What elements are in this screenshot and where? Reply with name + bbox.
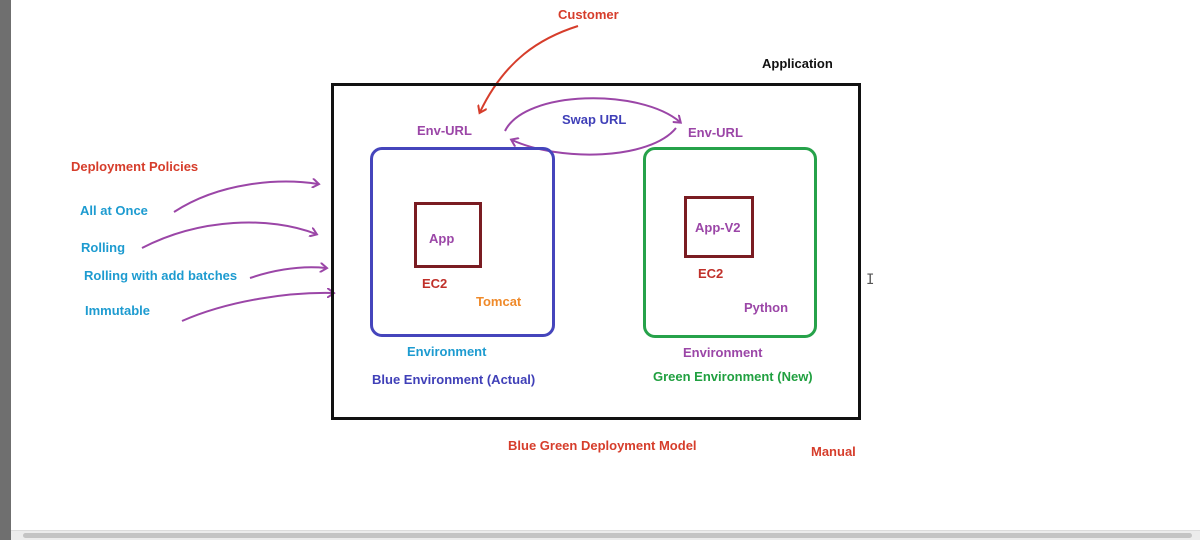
app-label: App <box>429 231 455 246</box>
ec2-blue-label: EC2 <box>422 276 448 291</box>
all-at-once-arrow <box>173 182 318 213</box>
ec2-green-label: EC2 <box>698 266 724 281</box>
horizontal-scrollbar[interactable] <box>11 530 1200 540</box>
rolling-batches-arrow <box>249 267 326 279</box>
policy-rolling: Rolling <box>81 240 126 255</box>
tomcat-label: Tomcat <box>476 294 522 309</box>
policy-immutable: Immutable <box>85 303 151 318</box>
policy-all-at-once: All at Once <box>80 203 148 218</box>
app-v2-label: App-V2 <box>695 220 741 235</box>
env-url-blue-label: Env-URL <box>417 123 472 138</box>
swap-url-arrow-left <box>512 127 677 156</box>
swap-url-arrow-right <box>504 97 680 132</box>
text-cursor-icon: I <box>866 272 875 288</box>
env-url-green-label: Env-URL <box>688 125 743 140</box>
ec2-app-v2-box <box>684 196 754 258</box>
swap-url-label: Swap URL <box>562 112 627 127</box>
model-title: Blue Green Deployment Model <box>508 438 697 453</box>
blue-environment-box <box>370 147 555 337</box>
ec2-app-box <box>414 202 482 268</box>
deployment-policies-label: Deployment Policies <box>71 159 199 174</box>
manual-label: Manual <box>811 444 856 459</box>
application-label: Application <box>762 56 833 71</box>
green-environment-box <box>643 147 817 338</box>
environment-green-label: Environment <box>683 345 763 360</box>
environment-blue-label: Environment <box>407 344 487 359</box>
immutable-arrow <box>181 293 333 322</box>
rolling-arrow <box>141 221 316 249</box>
python-label: Python <box>744 300 789 315</box>
scrollbar-thumb[interactable] <box>23 533 1192 538</box>
customer-label: Customer <box>558 7 619 22</box>
policy-rolling-with-batches: Rolling with add batches <box>84 268 238 283</box>
customer-arrow <box>480 25 579 112</box>
window-left-edge <box>0 0 11 540</box>
blue-environment-name: Blue Environment (Actual) <box>372 372 536 387</box>
green-environment-name: Green Environment (New) <box>653 369 813 384</box>
application-box <box>331 83 861 420</box>
